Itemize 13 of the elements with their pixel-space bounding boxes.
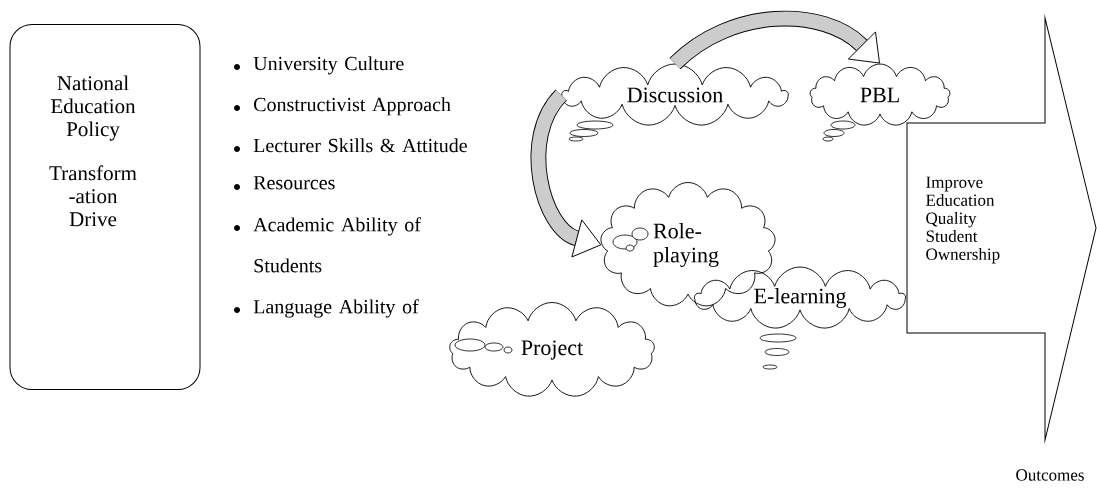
curved-arrow [669,10,880,70]
list-item: Language Ability of [253,299,419,318]
cloud: Discussion [561,63,789,126]
list-item: Academic Ability of Students [253,217,421,273]
outcome-label: Outcomes [1016,469,1084,481]
list-item: University Culture [253,56,404,75]
rounded-box: National Education Policy Transform -ation Drive [9,24,201,390]
list-item: Resources [253,176,335,190]
list-item: Lecturer Skills & Attitude [253,138,467,153]
cloud: E-learning [694,266,907,329]
curved-arrow [530,90,602,258]
cloud: Project [449,302,655,397]
list-item: Constructivist Approach [254,97,451,116]
